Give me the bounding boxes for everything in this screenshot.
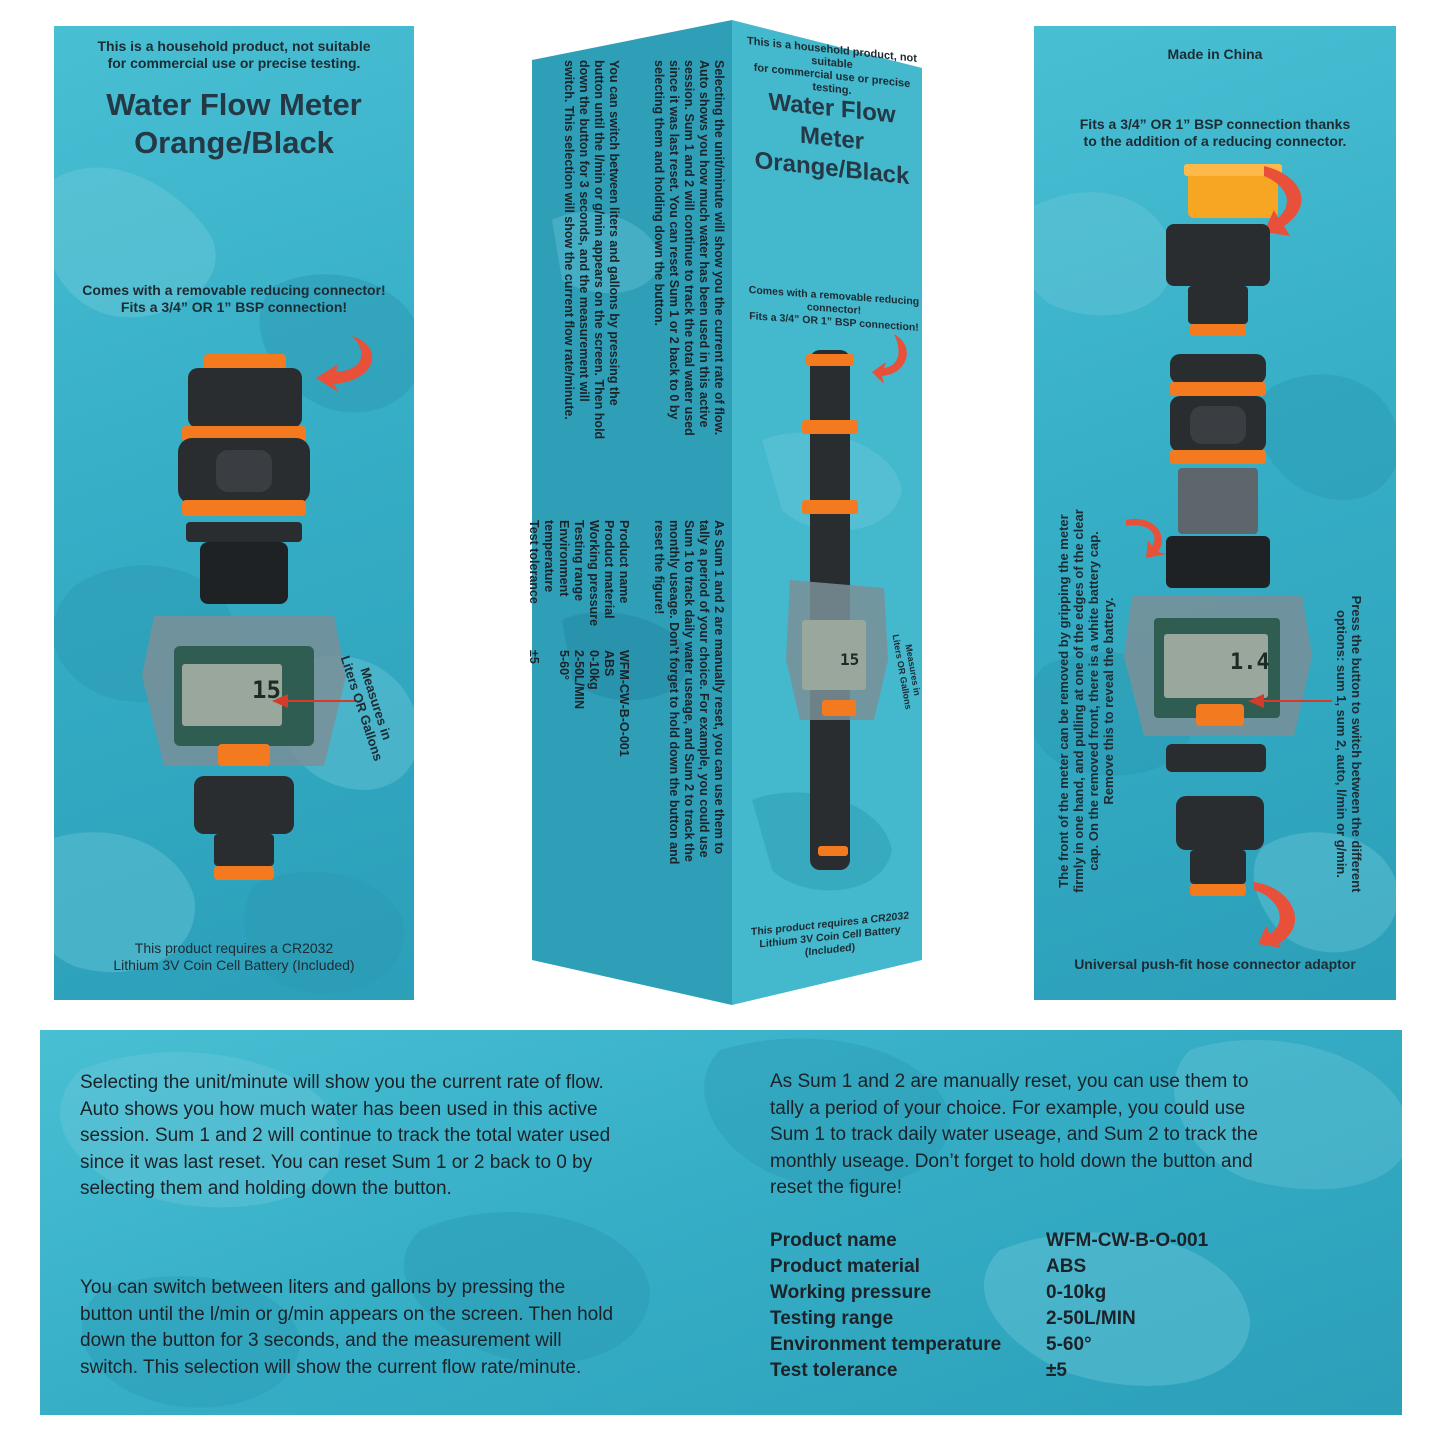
lcd-reading: 15 [840, 650, 860, 669]
paragraph-unit-minute: Selecting the unit/minute will show you … [80, 1070, 740, 1203]
red-curved-arrow-icon [1126, 518, 1166, 558]
box-front-title: Water Flow Meter Orange/Black [742, 85, 922, 194]
side-para-line: session. Sum 1 and 2 will continue to tr… [682, 60, 696, 436]
spec-value: ±5 [1046, 1360, 1067, 1381]
battery-note-line: This product requires a CR2032 [134, 940, 334, 956]
paragraph-manual-reset: As Sum 1 and 2 are manually reset, you c… [770, 1069, 1370, 1202]
para-line: You can switch between liters and gallon… [80, 1277, 566, 1298]
para-line: monthly useage. Don’t forget to hold dow… [770, 1150, 1253, 1172]
origin-text: Made in China [1167, 46, 1263, 62]
spec-label: Product material [770, 1256, 920, 1277]
spec-value: ABS [1046, 1256, 1087, 1277]
battery-note-line: Lithium 3V Coin Cell Battery (Included) [113, 957, 355, 973]
button-note: Press the button to switch between the d… [1334, 564, 1364, 924]
spec-label: Testing range [770, 1308, 894, 1329]
side-para-line: since it was last reset. You can reset S… [667, 60, 681, 420]
lcd-reading: 1.4 [1230, 650, 1270, 675]
disclaimer-line: This is a household product, not suitabl… [97, 38, 371, 54]
front-note-line: Remove this to reveal the battery. [1101, 597, 1116, 805]
box-front-connector-note: Comes with a removable reducing connecto… [742, 284, 926, 336]
box-top-panel: Selecting the unit/minute will show you … [40, 1030, 1402, 1415]
side-para-line: tally a period of your choice. For examp… [697, 520, 711, 858]
red-curved-arrow-icon [316, 336, 373, 392]
side-para-line: Selecting the unit/minute will show you … [712, 60, 726, 436]
spec-row: Testing range 2-50L/MIN [770, 1306, 1370, 1332]
connector-note-line: Comes with a removable reducing connecto… [82, 282, 386, 298]
spec-label: Product name [770, 1230, 897, 1251]
para-line: button until the l/min or g/min appears … [80, 1303, 614, 1325]
adaptor-note: Universal push-fit hose connector adapto… [1074, 956, 1356, 972]
para-line: switch. This selection will show the cur… [80, 1356, 582, 1378]
paragraph-liters-gallons: You can switch between liters and gallon… [80, 1275, 740, 1381]
side-para-line: button until the l/min or g/min appears … [592, 60, 606, 440]
spec-label: Environment temperature [770, 1334, 1002, 1355]
red-curved-arrow-icon [872, 334, 907, 384]
spec-row: Test tolerance ±5 [770, 1358, 1370, 1384]
para-line: Selecting the unit/minute will show you … [80, 1072, 604, 1093]
para-line: Auto shows you how much water has been u… [80, 1098, 598, 1120]
side-para-line: selecting them and holding down the butt… [652, 60, 666, 326]
side-para-line: You can switch between liters and gallon… [607, 60, 621, 406]
para-line: As Sum 1 and 2 are manually reset, you c… [770, 1071, 1249, 1092]
box-front-battery-note: This product requires a CR2032 Lithium 3… [740, 909, 920, 967]
product-title: Water Flow Meter Orange/Black [54, 86, 414, 162]
spec-row: Product material ABS [770, 1254, 1370, 1280]
flow-meter-illustration [142, 354, 346, 880]
spec-value: 5-60° [1046, 1334, 1092, 1355]
para-line: Sum 1 to track daily water useage, and S… [770, 1124, 1258, 1145]
para-line: selecting them and holding down the butt… [80, 1178, 452, 1199]
title-line: Water Flow Meter [106, 87, 362, 122]
spec-row: Environment temperature 5-60° [770, 1332, 1370, 1358]
disclaimer-line: for commercial use or precise testing. [107, 55, 361, 71]
side-para-line: Sum 1 to track daily water useage, and S… [682, 520, 696, 862]
box-back-panel: Made in China Fits a 3/4” OR 1” BSP conn… [1034, 26, 1396, 1000]
box-front-measure-note: Measures in Liters OR Gallons [887, 615, 928, 727]
spec-row: Working pressure 0-10kg [770, 1280, 1370, 1306]
box-3d-view: Selecting the unit/minute will show you … [527, 20, 922, 1005]
box-side-text: Selecting the unit/minute will show you … [527, 60, 726, 960]
connector-note-line: Fits a 3/4” OR 1” BSP connection! [120, 299, 348, 315]
fits-note-line: Fits a 3/4” OR 1” BSP connection thanks [1079, 116, 1351, 132]
para-line: tally a period of your choice. For examp… [770, 1097, 1246, 1119]
box-front-panel: This is a household product, not suitabl… [54, 26, 414, 1000]
spec-label: Test tolerance [770, 1360, 898, 1381]
side-spec-row: Test tolerance±5 [527, 520, 541, 664]
button-note-line: options: sum 1, sum 2, auto, l/min or g/… [1334, 610, 1349, 878]
red-arrow-icon [1248, 694, 1332, 708]
spec-value: WFM-CW-B-O-001 [1046, 1230, 1209, 1251]
fits-note: Fits a 3/4” OR 1” BSP connection thanks … [1034, 116, 1396, 150]
side-para-line: switch. This selection will show the cur… [562, 60, 576, 420]
spec-label: Working pressure [770, 1282, 932, 1303]
red-arrow-icon [272, 694, 356, 708]
side-para-line: down the button for 3 seconds, and the m… [577, 60, 591, 402]
para-line: since it was last reset. You can reset S… [80, 1151, 593, 1173]
spec-row: Product name WFM-CW-B-O-001 [770, 1228, 1370, 1254]
para-line: down the button for 3 seconds, and the m… [80, 1330, 562, 1351]
spec-value: 0-10kg [1046, 1282, 1107, 1303]
spec-table: Product name WFM-CW-B-O-001 Product mater… [770, 1228, 1370, 1384]
fits-note-line: to the addition of a reducing connector. [1083, 133, 1347, 149]
front-note-line: cap. On the removed front, there is a wh… [1086, 531, 1101, 871]
side-para-line: monthly useage. Don’t forget to hold dow… [667, 520, 681, 865]
battery-note: This product requires a CR2032 Lithium 3… [54, 940, 414, 974]
para-line: reset the figure! [770, 1177, 903, 1198]
side-para-line: reset the figure! [652, 520, 666, 615]
front-note: The front of the meter can be removed by… [1056, 491, 1116, 911]
button-note-line: Press the button to switch between the d… [1349, 595, 1364, 893]
side-para-line: Auto shows you how much water has been u… [697, 60, 711, 428]
title-line: Orange/Black [134, 125, 334, 160]
front-note-line: The front of the meter can be removed by… [1056, 514, 1071, 888]
connector-note: Comes with a removable reducing connecto… [54, 282, 414, 316]
para-line: session. Sum 1 and 2 will continue to tr… [80, 1125, 611, 1146]
red-curved-arrow-icon [1254, 882, 1296, 948]
side-para-line: As Sum 1 and 2 are manually reset, you c… [712, 520, 726, 855]
disclaimer-text: This is a household product, not suitabl… [54, 38, 414, 72]
spec-value: 2-50L/MIN [1046, 1308, 1136, 1329]
front-note-line: firmly in one hand, and pulling at one o… [1071, 509, 1086, 893]
